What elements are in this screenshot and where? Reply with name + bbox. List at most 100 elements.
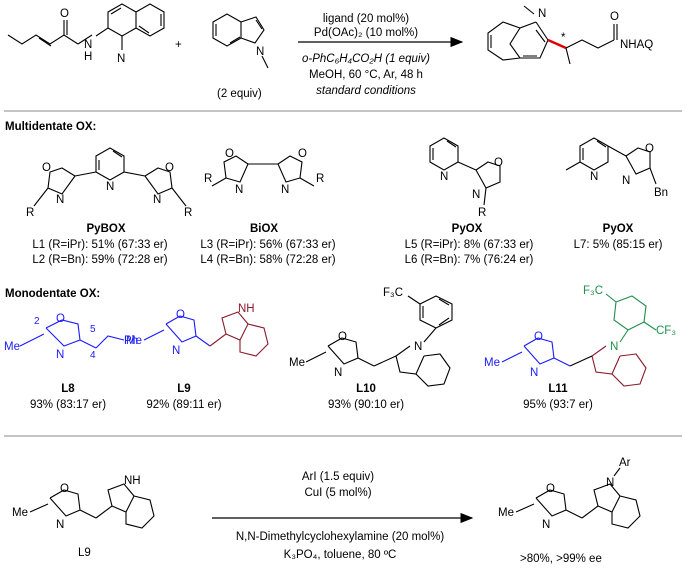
l9-me: Me [126, 335, 142, 347]
ligand-result: 93% (90:10 er) [328, 399, 404, 411]
ligand-name: L8 [61, 383, 75, 395]
biox-structure: O N O N R R [204, 148, 324, 196]
l10-structure: F₃C N O N Me L10 93% (90:10 er) [289, 287, 453, 411]
pyox-structure-1: N O N R [429, 137, 503, 219]
l8-num-4: 4 [90, 350, 96, 361]
cond2-base: K₃PO₄, toluene, 80 ºC [284, 549, 397, 561]
l8-me: Me [4, 341, 20, 353]
pybox-r-left: R [26, 207, 34, 219]
pyox1-r: R [478, 207, 486, 219]
l8-num-5: 5 [90, 324, 96, 335]
sm2-label: L9 [78, 547, 91, 559]
ligand-name: L10 [356, 383, 376, 395]
l11-n: N [530, 367, 538, 379]
ligand-result: 95% (93:7 er) [523, 399, 593, 411]
sm2-n: N [56, 519, 64, 531]
cond-acid: o-PhC₆H₄CO₂H (1 equiv) [302, 53, 430, 65]
ligand-result-line: L1 (R=iPr): 51% (67:33 er) [32, 239, 167, 251]
pyox2-bn: Bn [654, 187, 668, 199]
product-n: N [538, 8, 546, 20]
l11-indole-n: N [610, 341, 618, 353]
ligand-name: BiOX [250, 223, 278, 235]
p2-o: O [546, 483, 555, 495]
cond-standard: standard conditions [316, 85, 416, 97]
l11-structure: F₃C CF₃ N O N Me L11 95% (93:7 er) [484, 285, 676, 411]
section-multidentate: Multidentate OX: [5, 121, 96, 133]
p2-n: N [542, 519, 550, 531]
l9-nh: NH [238, 303, 255, 315]
l9-n: N [172, 345, 180, 357]
cond2-cui: CuI (5 mol%) [304, 487, 371, 499]
l9-structure: O N Me NH L9 92% (89:11 er) [126, 303, 269, 411]
ligand-name: PyOX [603, 223, 634, 235]
p2-ar: Ar [619, 457, 631, 469]
stereo-star: * [561, 32, 566, 44]
ligand-result: 93% (83:17 er) [30, 399, 106, 411]
ligand-name: L11 [548, 383, 568, 395]
sm2-nh: NH [124, 475, 141, 487]
pyox1-pyr-n: N [440, 171, 448, 183]
p2-indole-n: N [606, 477, 614, 489]
l9-o: O [176, 309, 185, 321]
pyox1-n: N [472, 189, 480, 201]
quinoline-n: N [117, 53, 125, 65]
ligand-result-line: L7: 5% (85:15 er) [574, 239, 663, 251]
section-monodentate: Monodentate OX: [5, 288, 100, 300]
l10-cf3: F₃C [383, 287, 403, 299]
biox-o-right: O [298, 148, 307, 160]
l10-o: O [338, 331, 347, 343]
atom-o: O [60, 8, 69, 20]
pyox2-n: N [622, 175, 630, 187]
pybox-n-left: N [56, 194, 64, 206]
starting-amide: O N H N [7, 3, 165, 65]
l8-structure: O N Me 2 5 4 Ph L8 93% (83:17 er) [4, 313, 138, 411]
biox-n-right: N [281, 184, 289, 196]
l11-cf3: CF₃ [656, 325, 676, 337]
cond-solvent: MeOH, 60 °C, Ar, 48 h [309, 69, 423, 81]
biox-o-left: O [225, 148, 234, 160]
ligand-name: L9 [177, 383, 190, 395]
l9-starting-material: O N Me NH L9 [12, 475, 155, 559]
product-2: O N Me N Ar >80%, >99% ee [498, 457, 641, 565]
pybox-n-right: N [153, 194, 161, 206]
p2-result: >80%, >99% ee [520, 553, 602, 565]
l10-n: N [334, 367, 342, 379]
l11-f3c: F₃C [583, 285, 603, 297]
atom-n: N [84, 39, 92, 51]
product-1: N * O NHAQ [487, 5, 653, 65]
l8-o: O [56, 313, 65, 325]
ligand-result: 92% (89:11 er) [146, 399, 221, 411]
pybox-structure: N O N O N R R [26, 147, 192, 219]
l11-me: Me [484, 357, 500, 369]
product-nhaq: NHAQ [620, 39, 653, 51]
pyox2-pyr-n: N [590, 171, 598, 183]
cond-ligand: ligand (20 mol%) [323, 13, 409, 25]
cond2-arI: ArI (1.5 equiv) [302, 471, 374, 483]
pyox1-o: O [494, 157, 503, 169]
p2-me: Me [498, 507, 514, 519]
l10-indole-n: N [414, 341, 422, 353]
indole-equiv: (2 equiv) [217, 88, 262, 100]
n-methylindole: N (2 equiv) [212, 13, 269, 100]
l8-ph: Ph [124, 335, 138, 347]
l10-me: Me [289, 357, 305, 369]
pyox2-o: O [645, 143, 654, 155]
reaction-conditions-1: ligand (20 mol%) Pd(OAc)₂ (10 mol%) o-Ph… [298, 13, 464, 97]
product-o: O [610, 11, 619, 23]
pyox-structure-2: N O N Bn [565, 137, 668, 199]
sm2-o: O [60, 483, 69, 495]
ligand-name: PyBOX [87, 223, 126, 235]
l11-o: O [534, 331, 543, 343]
l8-num-2: 2 [34, 316, 40, 327]
cond2-amine: N,N-Dimethylcyclohexylamine (20 mol%) [236, 531, 445, 543]
indole-n: N [256, 46, 264, 58]
multidentate-labels: PyBOX L1 (R=iPr): 51% (67:33 er) L2 (R=B… [32, 223, 662, 266]
ligand-result-line: L3 (R=iPr): 56% (67:33 er) [200, 239, 335, 251]
cond-pd: Pd(OAc)₂ (10 mol%) [314, 27, 418, 39]
pybox-n: N [106, 181, 114, 193]
pybox-r-right: R [184, 207, 192, 219]
pybox-o-right: O [165, 162, 174, 174]
ligand-result-line: L2 (R=Bn): 59% (72:28 er) [32, 254, 167, 266]
ligand-result-line: L4 (R=Bn): 58% (72:28 er) [200, 254, 335, 266]
